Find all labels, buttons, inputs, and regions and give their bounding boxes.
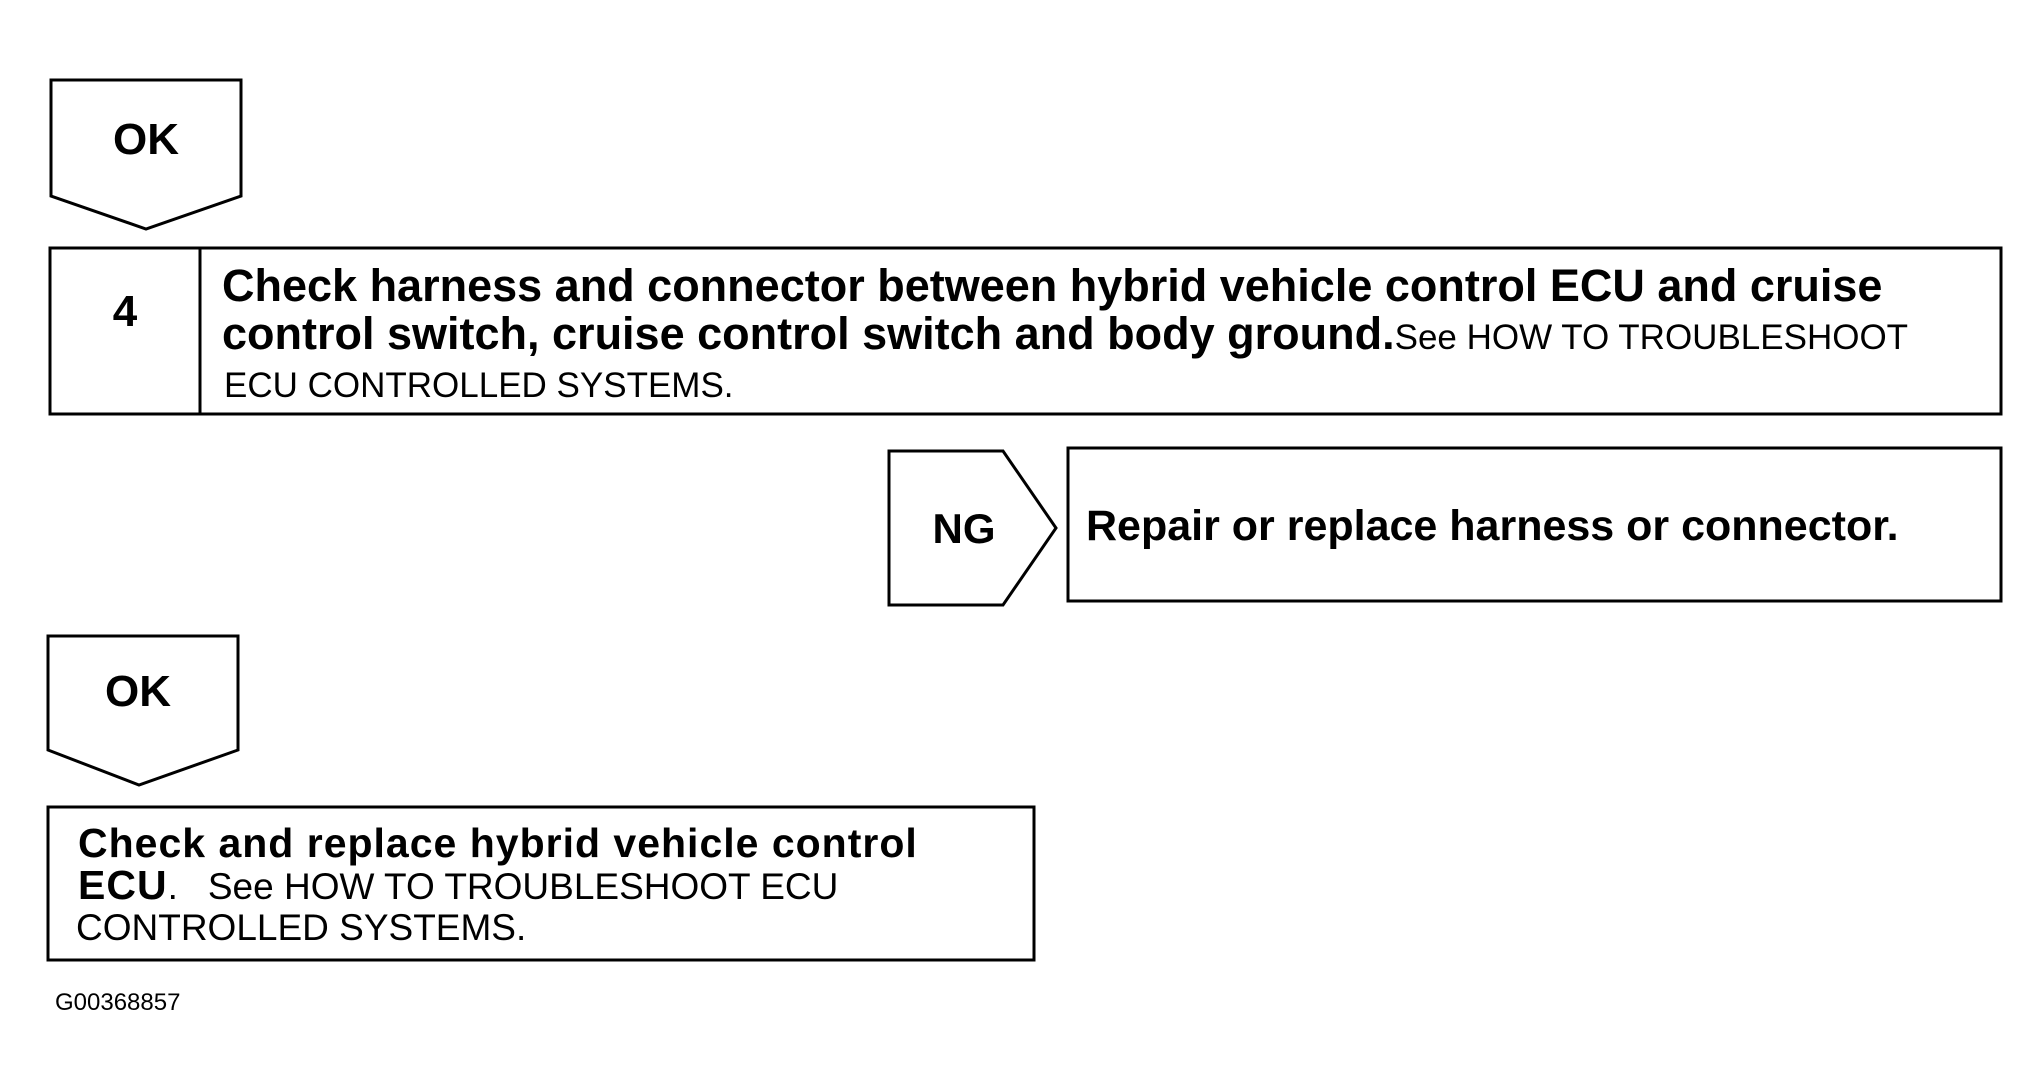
- final-ecu: ECU: [78, 862, 168, 908]
- final-see-inline: See HOW TO TROUBLESHOOT ECU: [207, 866, 839, 907]
- ok-bottom-arrow-shape: [46, 634, 240, 787]
- ng-action-text: Repair or replace harness or connector.: [1086, 502, 1899, 550]
- step4-see-line2: ECU CONTROLLED SYSTEMS.: [224, 366, 734, 405]
- step4-title-line2-wrap: control switch, cruise control switch an…: [222, 310, 1992, 362]
- figure-id: G00368857: [55, 989, 181, 1016]
- ng-action-box-outline: [1066, 446, 2003, 603]
- step4-number: 4: [50, 290, 200, 334]
- final-line2-wrap: ECU. See HOW TO TROUBLESHOOT ECU: [78, 864, 1028, 908]
- ok-bottom-label: OK: [48, 670, 228, 714]
- ng-label: NG: [889, 508, 1039, 550]
- final-box-outline: [46, 805, 1036, 962]
- final-period: .: [167, 866, 178, 907]
- final-action-text: Check and replace hybrid vehicle control…: [78, 822, 1028, 908]
- ok-top-text: OK: [113, 115, 179, 164]
- step4-title-line1: Check harness and connector between hybr…: [222, 260, 1883, 311]
- ng-arrow-shape: [887, 449, 1058, 607]
- ng-text: NG: [932, 505, 996, 552]
- step4-number-text: 4: [112, 287, 138, 336]
- final-see-line2: CONTROLLED SYSTEMS.: [76, 907, 527, 948]
- step4-box-outline: [48, 246, 2003, 416]
- ok-top-label: OK: [51, 118, 241, 162]
- step4-title-line2: control switch, cruise control switch an…: [222, 308, 1395, 359]
- final-line1: Check and replace hybrid vehicle control: [78, 820, 918, 866]
- ok-top-arrow-shape: [49, 78, 243, 231]
- step4-title: Check harness and connector between hybr…: [222, 262, 1992, 362]
- ok-bottom-text: OK: [105, 667, 171, 716]
- step4-see-inline: See HOW TO TROUBLESHOOT: [1394, 318, 1909, 357]
